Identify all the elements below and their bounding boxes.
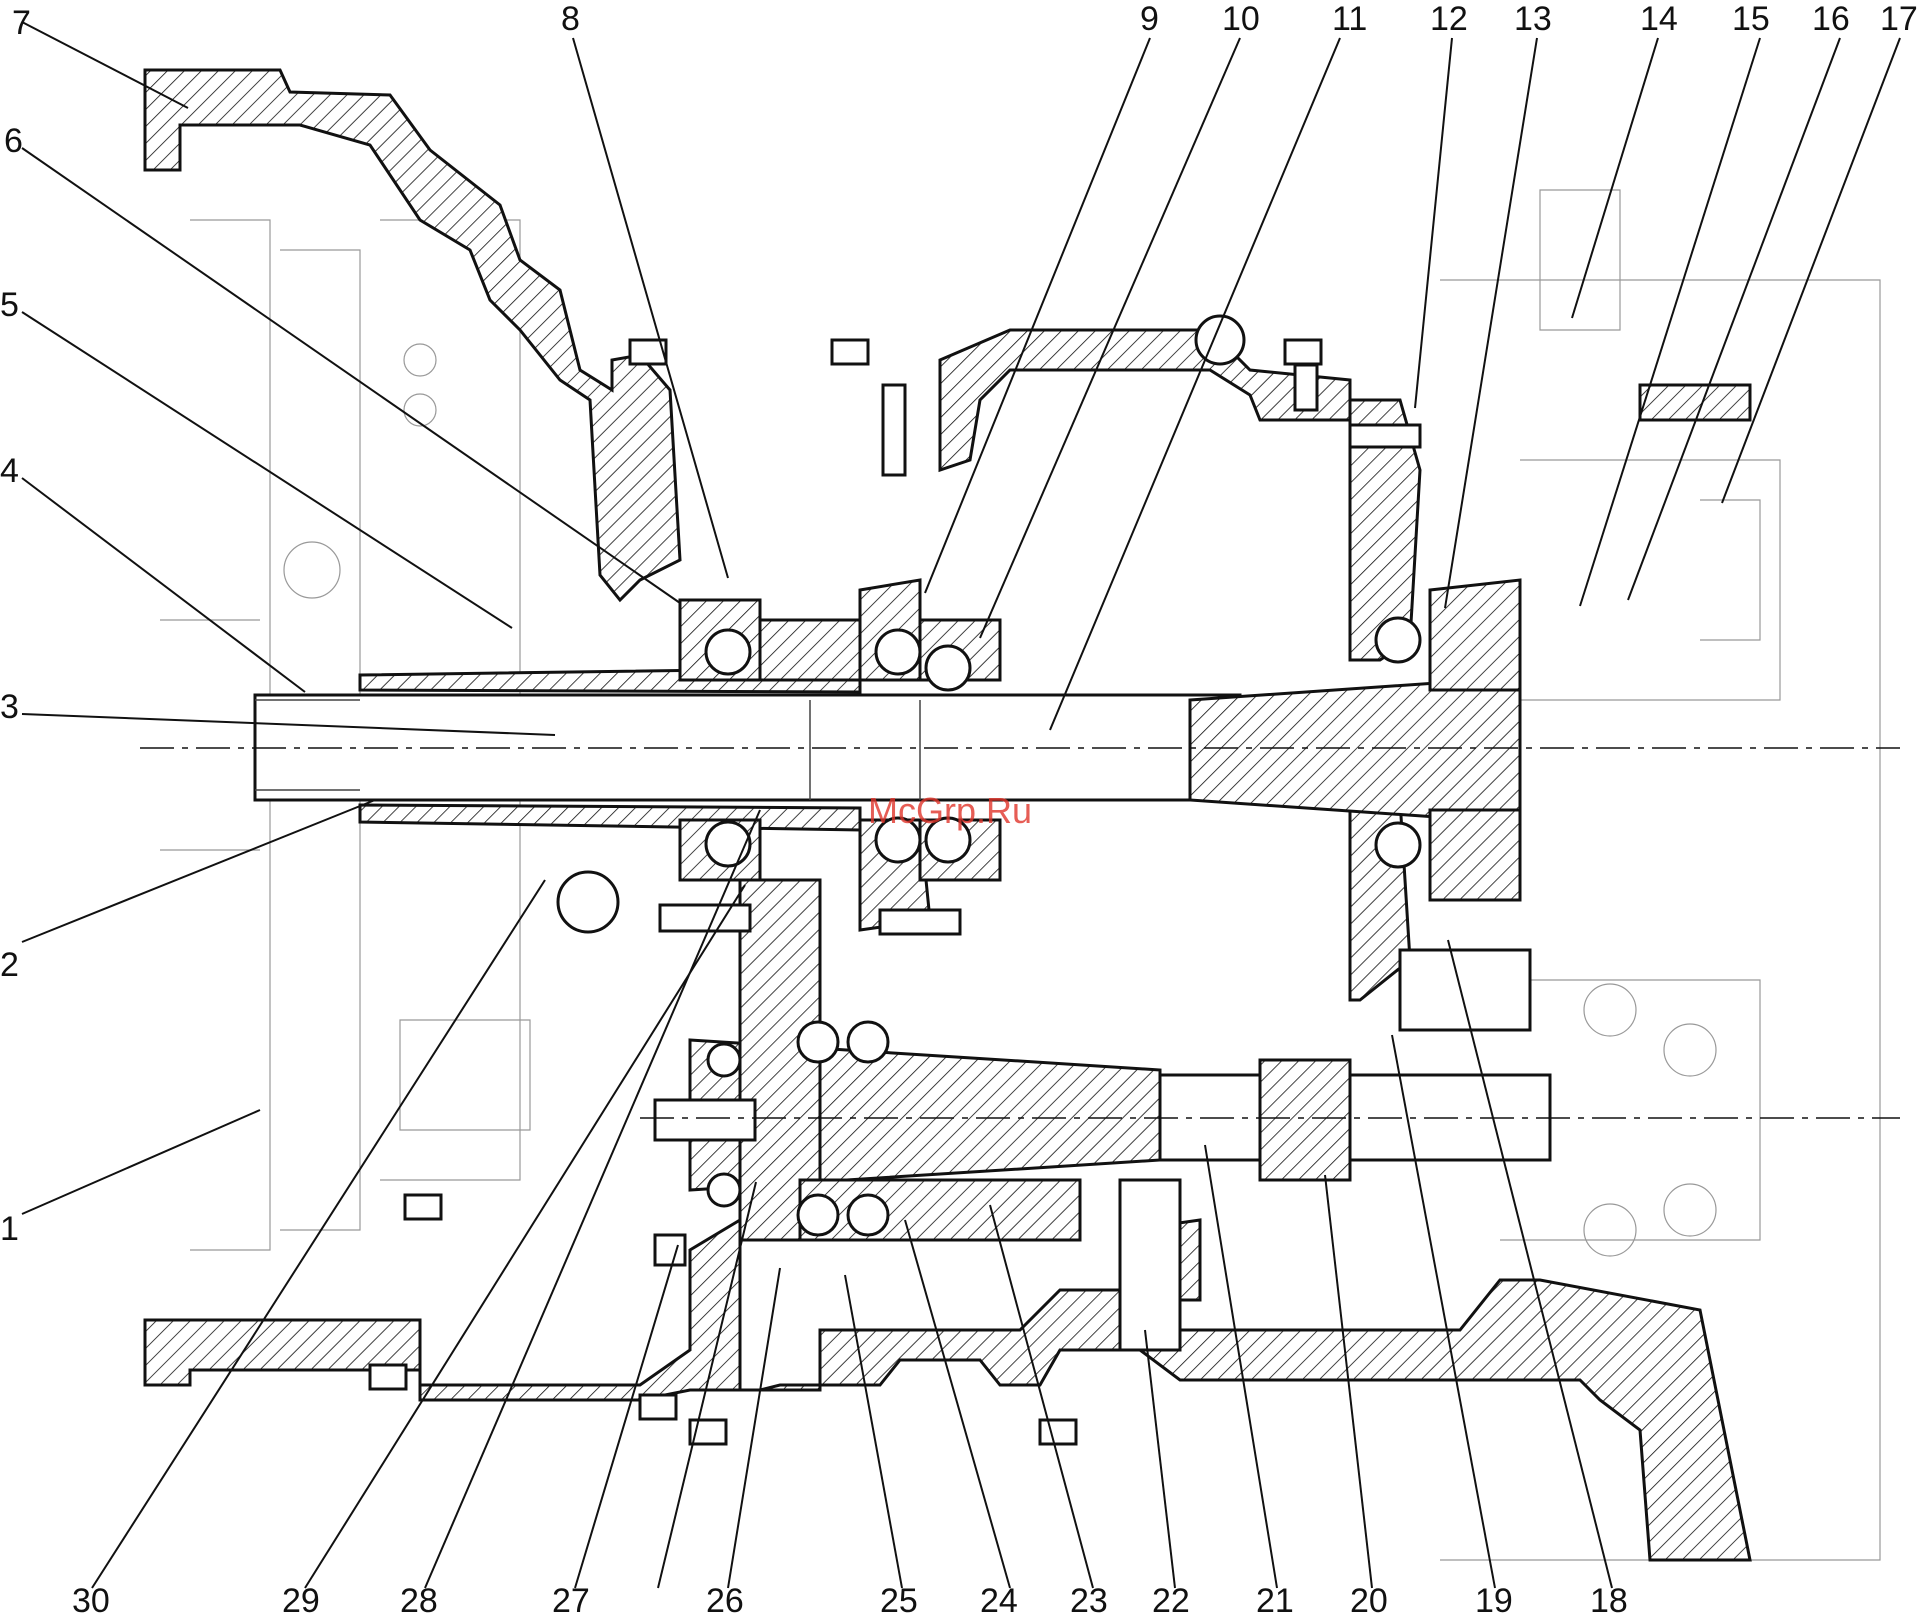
label-28: 28	[400, 1582, 438, 1618]
label-26: 26	[706, 1582, 744, 1618]
label-10: 10	[1222, 0, 1260, 38]
label-14: 14	[1640, 0, 1678, 38]
label-22: 22	[1152, 1582, 1190, 1618]
label-8: 8	[561, 0, 580, 38]
label-5: 5	[0, 286, 19, 324]
label-24: 24	[980, 1582, 1018, 1618]
label-6: 6	[4, 122, 23, 160]
label-20: 20	[1350, 1582, 1388, 1618]
label-2: 2	[0, 946, 19, 984]
label-21: 21	[1256, 1582, 1294, 1618]
label-23: 23	[1070, 1582, 1108, 1618]
label-9: 9	[1140, 0, 1159, 38]
watermark: McGrp.Ru	[868, 790, 1032, 831]
label-1: 1	[0, 1210, 19, 1248]
label-25: 25	[880, 1582, 918, 1618]
label-12: 12	[1430, 0, 1468, 38]
label-17: 17	[1880, 0, 1918, 38]
label-4: 4	[0, 452, 19, 490]
label-13: 13	[1514, 0, 1552, 38]
label-29: 29	[282, 1582, 320, 1618]
label-27: 27	[552, 1582, 590, 1618]
label-18: 18	[1590, 1582, 1628, 1618]
label-3: 3	[0, 688, 19, 726]
label-15: 15	[1732, 0, 1770, 38]
label-16: 16	[1812, 0, 1850, 38]
label-7: 7	[12, 4, 31, 42]
label-30: 30	[72, 1582, 110, 1618]
label-11: 11	[1332, 0, 1367, 38]
label-19: 19	[1475, 1582, 1513, 1618]
